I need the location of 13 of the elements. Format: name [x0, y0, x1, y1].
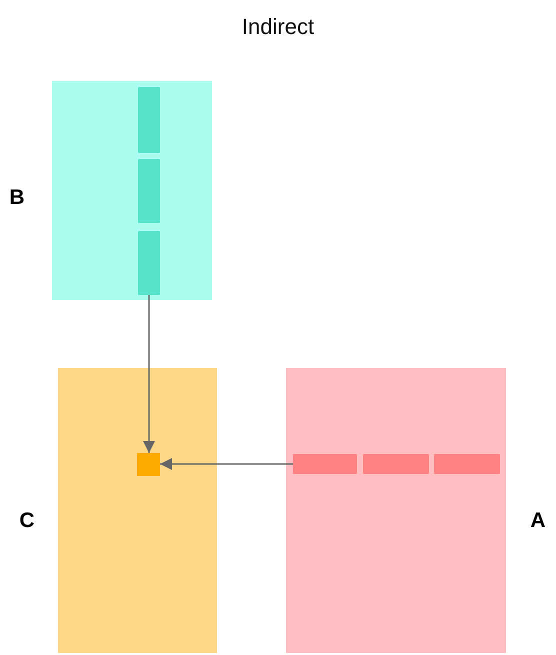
arrow	[143, 295, 155, 453]
matrix-label: B	[9, 186, 25, 210]
data-strip	[293, 454, 357, 474]
matrix-label: A	[530, 509, 546, 533]
data-strip	[138, 159, 160, 223]
data-strip	[434, 454, 500, 474]
arrow	[160, 458, 293, 470]
diagram-title: Indirect	[242, 13, 314, 41]
data-strip	[138, 231, 160, 295]
data-strip	[138, 87, 160, 153]
data-strip	[363, 454, 429, 474]
matrix-label: C	[19, 509, 35, 533]
output-square	[137, 453, 160, 476]
